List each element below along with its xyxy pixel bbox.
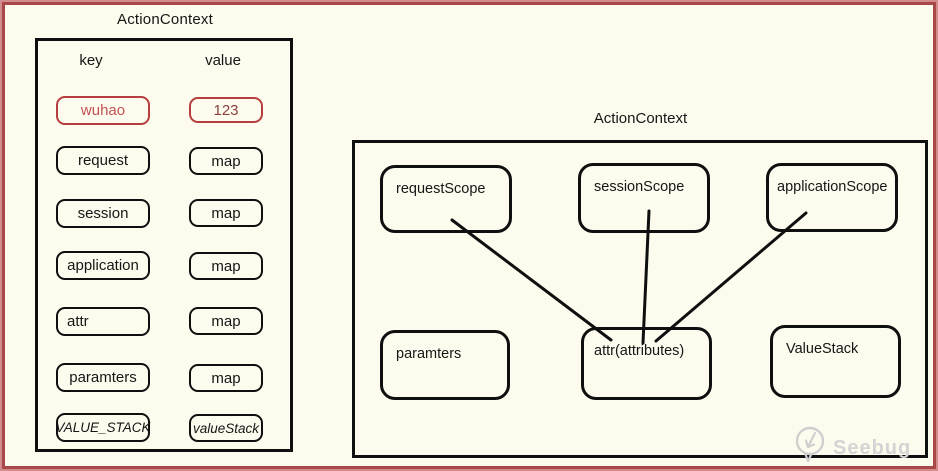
value-cell-map: map: [189, 307, 263, 335]
key-cell-wuhao: wuhao: [56, 96, 150, 125]
seebug-watermark: Seebug: [793, 423, 911, 467]
seebug-logo-icon: [795, 426, 825, 463]
value-cell-map: map: [189, 364, 263, 392]
key-column-header: key: [79, 52, 103, 69]
key-cell-request: request: [56, 146, 150, 175]
seebug-watermark-text: Seebug: [833, 436, 912, 459]
node-value-stack: ValueStack: [770, 325, 901, 398]
node-session-scope: sessionScope: [578, 163, 710, 233]
key-cell-paramters: paramters: [56, 363, 150, 392]
value-cell-123: 123: [189, 97, 263, 123]
value-cell-map: map: [189, 252, 263, 280]
key-cell-session: session: [56, 199, 150, 228]
key-cell-attr: attr: [56, 307, 150, 336]
node-application-scope: applicationScope: [766, 163, 898, 232]
value-column-header: value: [205, 52, 241, 69]
left-panel-box: [35, 38, 293, 452]
value-cell-valuestack: valueStack: [189, 414, 263, 442]
key-cell-application: application: [56, 251, 150, 280]
right-panel-title: ActionContext: [593, 110, 688, 127]
value-cell-map: map: [189, 147, 263, 175]
node-attr-attributes: attr(attributes): [581, 327, 712, 400]
node-paramters: paramters: [380, 330, 510, 400]
right-panel-box: [352, 140, 928, 458]
node-request-scope: requestScope: [380, 165, 512, 233]
value-cell-map: map: [189, 199, 263, 227]
key-cell-value-stack: VALUE_STACK: [55, 413, 151, 442]
left-panel-title: ActionContext: [117, 11, 213, 28]
